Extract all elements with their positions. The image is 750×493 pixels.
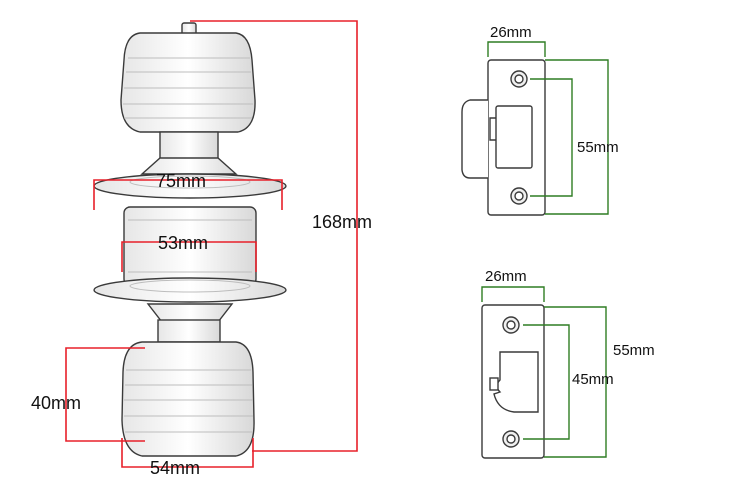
knob-diameter-label: 54mm bbox=[150, 458, 200, 478]
latch-height-dimension-line bbox=[544, 306, 607, 458]
strike-inner-dimension-line bbox=[530, 78, 573, 197]
latch-hole-spacing-dimension-line bbox=[523, 324, 570, 440]
total-height-dimension-line bbox=[190, 20, 358, 452]
knob-lock-dimension-labels: 168mm 75mm 53mm 40mm 54mm bbox=[31, 171, 372, 478]
bottom-knob-bands bbox=[124, 369, 253, 433]
lower-rose-plate bbox=[93, 277, 287, 303]
latch-height-label: 55mm bbox=[613, 342, 655, 359]
latch-plate-dimensions bbox=[481, 286, 607, 458]
bottom-knob bbox=[121, 341, 255, 457]
latch-width-label: 26mm bbox=[485, 268, 527, 285]
door-knob-lock bbox=[93, 22, 287, 457]
body-width-dimension-line bbox=[121, 241, 257, 272]
strike-width-label: 26mm bbox=[490, 24, 532, 41]
strike-plate-dimensions bbox=[487, 41, 609, 215]
strike-plate-lip bbox=[461, 99, 488, 179]
strike-width-dimension-line bbox=[487, 41, 546, 57]
latch-plate bbox=[481, 304, 545, 459]
latch-bolt bbox=[493, 351, 539, 413]
lower-rose-cone bbox=[146, 303, 234, 323]
bottom-knob-neck bbox=[157, 319, 221, 343]
strike-height-label: 55mm bbox=[577, 139, 619, 156]
top-knob-bands bbox=[123, 57, 253, 119]
top-knob bbox=[120, 32, 256, 133]
knob-width-dimension-line bbox=[121, 438, 254, 468]
top-knob-neck bbox=[159, 131, 219, 163]
rose-width-dimension-line bbox=[93, 179, 283, 210]
strike-height-dimension-line bbox=[545, 59, 609, 215]
latch-width-dimension-line bbox=[481, 286, 545, 302]
knob-lock-dimensions bbox=[65, 20, 358, 468]
rose-diameter-label: 75mm bbox=[156, 171, 206, 191]
upper-rose-cone bbox=[140, 157, 238, 175]
knob-length-label: 40mm bbox=[31, 393, 81, 413]
strike-plate-box bbox=[495, 105, 533, 169]
body-diameter-label: 53mm bbox=[158, 233, 208, 253]
latch-hole-spacing-label: 45mm bbox=[572, 371, 614, 388]
strike-plate bbox=[461, 59, 546, 216]
knob-length-dimension-line bbox=[65, 347, 145, 442]
total-height-label: 168mm bbox=[312, 212, 372, 232]
